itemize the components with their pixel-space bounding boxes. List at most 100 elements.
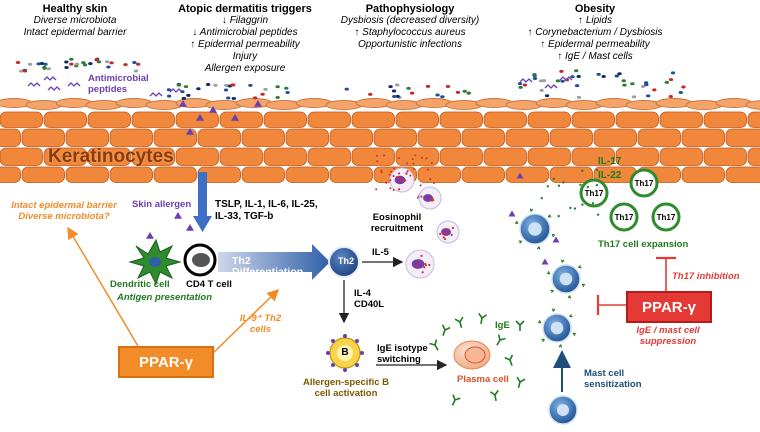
granule-dot: [385, 181, 388, 184]
keratinocyte-cell: [395, 111, 439, 128]
keratinocyte-cell: [373, 128, 417, 147]
header-line: Opportunistic infections: [358, 39, 462, 50]
mast-ige: [547, 214, 552, 218]
header-line: ↑ Epidermal permeability: [540, 39, 650, 50]
granule-dot: [389, 187, 392, 190]
eosinophil-granule: [392, 174, 395, 178]
header-line: Dysbiosis (decreased diversity): [340, 15, 480, 26]
granule-dot: [390, 170, 393, 173]
microbe-dot: [205, 82, 211, 86]
b-cell-core: [337, 345, 353, 361]
keratinocyte-cell: [153, 128, 197, 147]
cytokine-dot: [540, 196, 543, 200]
mast-ige: [567, 295, 572, 299]
ppar-gamma-left-text: PPAR-γ: [139, 353, 193, 371]
cytokine-dot: [557, 214, 560, 218]
microbe-dot: [645, 94, 651, 98]
microbe-dot: [275, 95, 280, 99]
keratinocyte-cell: [637, 128, 681, 147]
mast-ige: [558, 344, 563, 348]
keratinocyte-cell: [0, 166, 21, 183]
microbe-dot: [532, 77, 538, 81]
microbe-dot: [621, 79, 626, 83]
keratinocyte-cell: [0, 111, 43, 128]
ige-antibody: [454, 316, 464, 329]
microbe-dot: [466, 91, 471, 95]
keratinocyte-cell: [439, 147, 483, 166]
eosinophil-granule: [397, 172, 401, 175]
allergen-triangle: [254, 100, 262, 107]
peptide-squiggle: [27, 82, 41, 87]
granule-dot: [375, 188, 378, 191]
cd4-nucleus: [192, 253, 210, 267]
header-line: ↑ Corynebacterium / Dysbiosis: [527, 27, 663, 38]
header-obesity: Obesity ↑ Lipids ↑ Corynebacterium / Dys…: [500, 3, 690, 63]
th17-cell: [609, 202, 639, 232]
ige-shape: [451, 394, 461, 406]
granule-dot: [380, 169, 383, 172]
microbe-dot: [231, 97, 237, 101]
granule-dot: [380, 171, 383, 174]
eosinophil-granule: [398, 176, 401, 179]
eosinophil-granule: [404, 179, 407, 182]
keratinocyte-cell: [285, 128, 329, 147]
keratinocyte-cell: [109, 128, 153, 147]
cytokine-dot: [569, 206, 572, 210]
antigen-presentation-label: Antigen presentation: [117, 292, 213, 303]
cytokine-dot: [573, 207, 577, 210]
mast-ige: [536, 246, 541, 250]
peptide-squiggle: [47, 86, 61, 91]
allergen-triangle: [186, 128, 194, 135]
ige-shape: [429, 339, 439, 351]
ige-shape: [454, 316, 464, 329]
microbe-dot: [576, 74, 581, 78]
mast-ige: [546, 271, 551, 275]
peptide-squiggle: [149, 92, 163, 97]
microbe-dot: [670, 71, 676, 75]
eosinophil-granule: [412, 265, 415, 268]
microbe-dot: [425, 84, 431, 88]
keratinocyte-cell: [615, 147, 659, 166]
keratinocyte-cell: [681, 128, 725, 147]
cytokine-dot: [581, 169, 584, 172]
header-line: ↓ Antimicrobial peptides: [192, 27, 298, 38]
cytokine-dot: [596, 213, 600, 216]
allergen-entry-arrow: [198, 172, 207, 218]
microbe-dot: [15, 61, 21, 65]
microbe-dot: [395, 83, 400, 87]
th17-cell: [651, 202, 681, 232]
keratinocyte-cell: [307, 111, 351, 128]
cytokine-dot: [557, 184, 561, 187]
keratinocyte-cell: [351, 147, 395, 166]
microbe-dot: [406, 86, 411, 90]
granule-dot: [395, 176, 398, 179]
keratinocyte-cell: [527, 147, 571, 166]
keratinocyte-cell: [219, 111, 263, 128]
granule-dot: [413, 167, 416, 170]
cytokine-dot: [546, 185, 549, 188]
eosinophil-granule: [416, 264, 419, 268]
ige-antibody: [478, 312, 488, 325]
keratinocyte-cell: [241, 166, 285, 183]
granule-dot: [388, 173, 391, 176]
peptide-squiggle: [559, 76, 573, 81]
microbe-dot: [224, 83, 229, 87]
keratinocyte-cell: [505, 128, 549, 147]
microbe-dot: [541, 79, 547, 83]
mast-ige: [550, 289, 554, 294]
intact-barrier-label: Intact epidermal barrier Diverse microbi…: [11, 200, 117, 222]
skin-allergen-label: Skin allergen: [132, 199, 192, 210]
eosinophil-granule: [406, 170, 409, 173]
ppar-il9-arrow: [209, 288, 280, 357]
keratinocyte-cell: [395, 147, 439, 166]
eosinophil-granule: [424, 263, 427, 267]
mast-ige: [529, 208, 534, 212]
granule-dot: [392, 188, 395, 191]
eosinophil-granule: [423, 197, 427, 200]
cytokine-dot: [562, 181, 565, 184]
allergen-triangle: [508, 210, 516, 217]
granule-dot: [398, 181, 401, 184]
microbe-dot: [644, 83, 649, 87]
eosinophil-granule: [442, 236, 445, 239]
microbe-dot: [518, 85, 523, 89]
